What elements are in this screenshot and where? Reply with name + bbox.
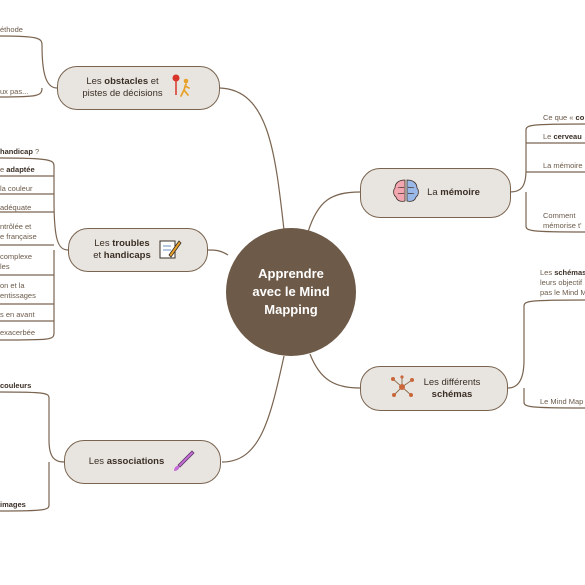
leaf-troubles-3[interactable]: adéquate <box>0 203 32 212</box>
central-line-3: Mapping <box>264 302 318 317</box>
leaf-schemas-1c: pas le Mind M <box>540 288 585 297</box>
topic-schemas-bold: schémas <box>431 388 473 400</box>
branch-schemas <box>309 353 361 389</box>
topic-schemas[interactable]: Les différents schémas <box>360 366 508 411</box>
leaf-schemas-1-bold: schémas <box>554 268 585 277</box>
leaf-troubles-8[interactable]: exacerbée <box>0 328 36 337</box>
topic-troubles[interactable]: Les troubles et handicaps <box>68 228 208 272</box>
central-line-2: avec le Mind <box>252 284 330 299</box>
leaf-schemas-1b: leurs objectif <box>540 278 583 287</box>
topic-troubles-line2bold: handicaps <box>103 250 151 261</box>
central-line-1: Apprendre <box>258 266 324 281</box>
paintbrush-icon <box>170 447 196 477</box>
topic-troubles-bold: troubles <box>112 238 150 249</box>
leaf-memoire-1-pre: Ce que « <box>543 113 576 122</box>
network-nodes-icon <box>388 374 416 404</box>
leaf-troubles-4b: e française <box>0 232 37 241</box>
leaf-bracket-troubles <box>0 157 69 341</box>
topic-obstacles-post: et <box>148 76 159 87</box>
leaf-troubles-5b: les <box>0 262 10 271</box>
leaf-obstacles-1[interactable]: éthode <box>0 25 23 34</box>
leaf-memoire-2-pre: Le <box>543 132 554 141</box>
leaf-memoire-2-bold: cerveau <box>553 132 582 141</box>
branch-memoire <box>307 191 361 233</box>
topic-obstacles-line2: pistes de décisions <box>82 88 163 99</box>
leaf-obstacles-2[interactable]: ux pas... <box>0 87 29 96</box>
leaf-troubles-2[interactable]: la couleur <box>0 184 33 193</box>
leaf-memoire-1[interactable]: Ce que « co <box>543 113 584 123</box>
leaf-memoire-2[interactable]: Le cerveau <box>543 132 582 142</box>
leaf-troubles-6a: on et la <box>0 281 25 290</box>
leaf-troubles-7[interactable]: s en avant <box>0 310 35 319</box>
leaf-troubles-4a: ntrôlée et <box>0 222 32 231</box>
leaf-associations-2-bold: images <box>0 500 26 509</box>
leaf-schemas-1-pre: Les <box>540 268 555 277</box>
topic-obstacles[interactable]: Les obstacles et pistes de décisions <box>57 66 220 110</box>
topic-associations-pre: Les <box>88 456 107 467</box>
topic-memoire-bold: mémoire <box>440 187 480 198</box>
leaf-bracket-associations <box>0 391 65 512</box>
leaf-associations-1-bold: couleurs <box>0 381 32 390</box>
leaf-troubles-1[interactable]: e adaptée <box>0 165 35 175</box>
topic-troubles-pre: Les <box>94 238 113 249</box>
branch-troubles <box>207 249 229 256</box>
leaf-associations-1[interactable]: couleurs <box>0 381 31 391</box>
topic-schemas-line1: Les différents <box>423 376 481 388</box>
leaf-troubles-0[interactable]: handicap ? <box>0 147 39 157</box>
topic-memoire-pre: La <box>427 187 441 198</box>
leaf-memoire-1-bold: co <box>575 113 585 122</box>
leaf-memoire-3[interactable]: La mémoire <box>543 161 583 170</box>
decision-path-icon <box>169 73 195 103</box>
topic-memoire[interactable]: La mémoire <box>360 168 511 218</box>
leaf-memoire-4a: Comment <box>543 211 576 220</box>
pencil-paper-icon <box>157 235 183 265</box>
leaf-bracket-memoire <box>509 123 585 233</box>
topic-associations-bold: associations <box>106 456 165 467</box>
leaf-memoire-4b: mémorise t' <box>543 221 582 230</box>
leaf-troubles-0-bold: handicap <box>0 147 33 156</box>
brain-icon <box>391 177 421 209</box>
leaf-troubles-5a: complexe <box>0 252 33 261</box>
topic-troubles-line2pre: et <box>93 250 104 261</box>
leaf-line-obstacles <box>0 35 58 98</box>
leaf-troubles-1-bold: adaptée <box>6 165 35 174</box>
leaf-troubles-0-post: ? <box>32 147 40 156</box>
topic-associations[interactable]: Les associations <box>64 440 221 484</box>
branch-associations <box>221 355 285 463</box>
leaf-troubles-1-pre: e <box>0 165 7 174</box>
leaf-associations-2[interactable]: images <box>0 500 26 510</box>
branch-obstacles <box>219 87 285 231</box>
topic-obstacles-pre: Les <box>86 76 105 87</box>
leaf-schemas-2[interactable]: Le Mind Map <box>540 397 584 406</box>
topic-obstacles-bold: obstacles <box>104 76 149 87</box>
leaf-troubles-6b: entissages <box>0 291 36 300</box>
central-topic[interactable]: Apprendre avec le Mind Mapping <box>226 228 356 356</box>
leaf-bracket-schemas <box>507 299 585 409</box>
